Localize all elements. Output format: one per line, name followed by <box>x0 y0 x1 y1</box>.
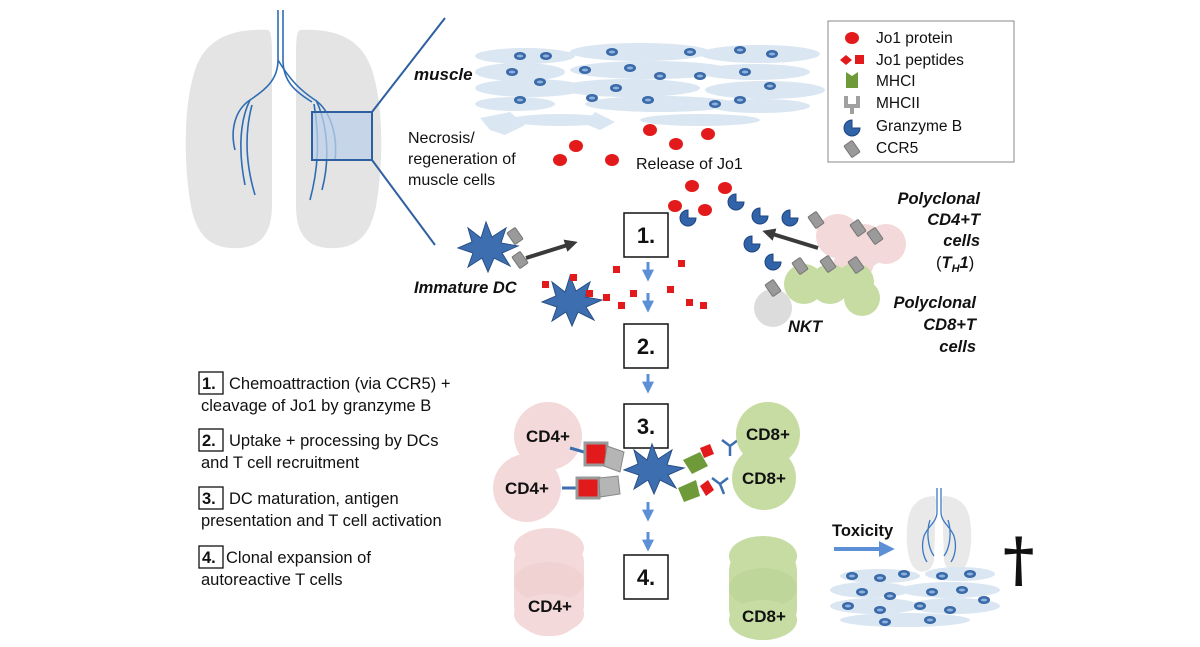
mature-dc <box>623 443 685 495</box>
svg-text:3.: 3. <box>637 414 655 439</box>
mhcii-tcr-complex <box>562 441 625 500</box>
svg-text:Polyclonal: Polyclonal <box>893 294 976 312</box>
cd8-cell-lower: CD8+ <box>732 446 796 510</box>
step-4-description: 4. Clonal expansion of autoreactive T ce… <box>198 545 371 589</box>
immature-dc-lower <box>541 275 603 327</box>
small-muscle-tissue <box>830 567 1000 627</box>
svg-text:4.: 4. <box>202 549 216 567</box>
red-peptide-icon <box>840 55 864 65</box>
toxicity-label: Toxicity <box>832 522 894 540</box>
cd4-cell-lower: CD4+ <box>493 454 561 522</box>
svg-text:Polyclonal: Polyclonal <box>897 190 980 208</box>
legend-label: Jo1 peptides <box>876 52 964 69</box>
legend-label: MHCI <box>876 73 916 90</box>
svg-text:Toxicity: Toxicity <box>832 522 894 540</box>
nkt-label: NKT <box>788 318 824 336</box>
svg-text:CD4+: CD4+ <box>526 427 570 446</box>
svg-text:CD4+T: CD4+T <box>927 211 982 229</box>
svg-text:CD8+T: CD8+T <box>923 316 978 334</box>
legend-label: MHCII <box>876 95 920 112</box>
necrosis-label: Necrosis/ regeneration of muscle cells <box>408 130 516 189</box>
death-dagger-icon: † <box>1003 525 1034 595</box>
step-1-description: 1. Chemoattraction (via CCR5) + cleavage… <box>198 371 450 415</box>
svg-text:CD4+: CD4+ <box>528 597 572 616</box>
svg-text:Necrosis/: Necrosis/ <box>408 130 475 147</box>
granzyme-b-molecules <box>679 193 799 271</box>
th1-label: (TH1) <box>936 254 974 275</box>
svg-text:1.: 1. <box>202 375 216 393</box>
immature-dc-label: Immature DC <box>414 279 518 297</box>
lung-illustration <box>185 10 446 249</box>
svg-text:muscle cells: muscle cells <box>408 172 495 189</box>
polyclonal-cd8-cells <box>784 254 880 316</box>
svg-text:(TH1): (TH1) <box>936 254 974 275</box>
dc-migration-arrow <box>525 239 578 260</box>
step-3-description: 3. DC maturation, antigen presentation a… <box>198 486 442 530</box>
muscle-label: muscle <box>414 65 473 84</box>
gray-mhcii-icon <box>844 96 860 114</box>
svg-text:1.: 1. <box>637 223 655 248</box>
svg-text:2.: 2. <box>202 432 216 450</box>
released-jo1-proteins <box>553 124 732 216</box>
step-1-box: 1. <box>623 212 669 258</box>
red-circle-icon <box>845 32 859 44</box>
step-2-description: 2. Uptake + processing by DCs and T cell… <box>198 428 439 472</box>
legend-label: Granzyme B <box>876 118 962 135</box>
svg-text:CD8+: CD8+ <box>746 425 790 444</box>
step-2-box: 2. <box>623 323 669 369</box>
svg-text:2.: 2. <box>637 334 655 359</box>
svg-text:regeneration of: regeneration of <box>408 151 516 168</box>
t-cell-migration-arrow <box>762 228 819 250</box>
release-label: Release of Jo1 <box>636 156 743 173</box>
green-mhci-icon <box>846 72 858 88</box>
svg-text:autoreactive T cells: autoreactive T cells <box>201 571 343 589</box>
nkt-cell <box>754 278 792 327</box>
lung-zoom-box <box>311 111 373 161</box>
muscle-tissue <box>475 43 825 135</box>
legend: Jo1 protein Jo1 peptides MHCI MHCII Gran… <box>827 20 1015 163</box>
legend-label: CCR5 <box>876 140 918 157</box>
svg-text:and T cell recruitment: and T cell recruitment <box>201 454 359 472</box>
svg-text:DC maturation, antigen: DC maturation, antigen <box>229 490 399 508</box>
step-descriptions: 1. Chemoattraction (via CCR5) + cleavage… <box>198 371 450 589</box>
step-3-box: 3. <box>623 403 669 449</box>
svg-text:Uptake + processing by DCs: Uptake + processing by DCs <box>229 432 439 450</box>
cd4-cell-upper: CD4+ <box>514 402 582 470</box>
polyclonal-cd4-label: Polyclonal CD4+T cells <box>897 190 981 250</box>
svg-text:CD8+: CD8+ <box>742 607 786 626</box>
expanded-cd8-cells: CD8+ <box>729 536 797 640</box>
jo1-peptides <box>542 260 707 309</box>
svg-text:Clonal expansion of: Clonal expansion of <box>226 549 371 567</box>
immature-dc-upper <box>457 221 529 273</box>
svg-text:3.: 3. <box>202 490 216 508</box>
svg-text:CD8+: CD8+ <box>742 469 786 488</box>
small-lung-illustration <box>906 488 972 572</box>
step-4-box: 4. <box>623 554 669 600</box>
legend-label: Jo1 protein <box>876 30 953 47</box>
svg-text:cleavage of Jo1 by granzyme B: cleavage of Jo1 by granzyme B <box>201 397 431 415</box>
svg-text:Chemoattraction (via CCR5) +: Chemoattraction (via CCR5) + <box>229 375 450 393</box>
polyclonal-cd8-label: Polyclonal CD8+T cells <box>893 294 977 356</box>
svg-text:cells: cells <box>939 338 976 356</box>
svg-text:cells: cells <box>943 232 980 250</box>
mhci-tcr-complex <box>678 439 739 502</box>
expanded-cd4-cells: CD4+ <box>514 528 584 636</box>
svg-text:4.: 4. <box>637 565 655 590</box>
svg-text:presentation and T cell activa: presentation and T cell activation <box>201 512 442 530</box>
svg-text:CD4+: CD4+ <box>505 479 549 498</box>
